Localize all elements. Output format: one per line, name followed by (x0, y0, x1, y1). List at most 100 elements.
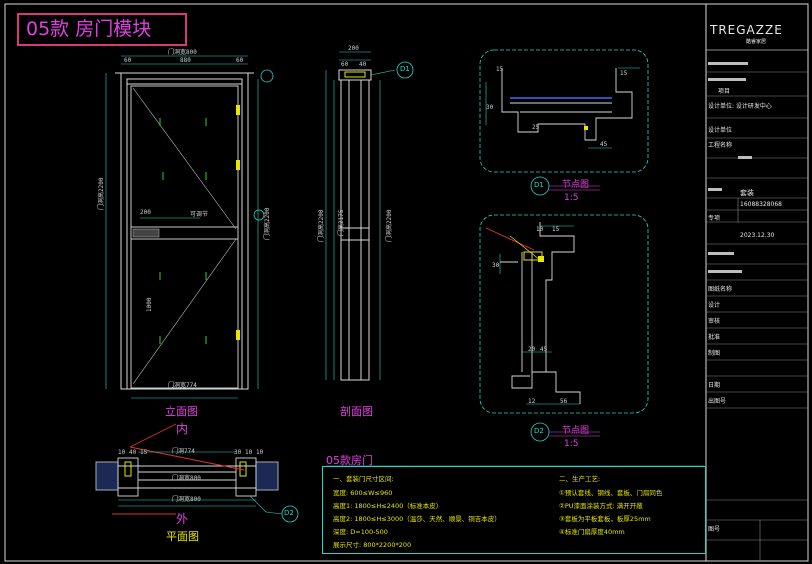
notes-heading: 05款房门 (326, 454, 373, 467)
notes-left-line: 宽度: 600≤W≤960 (333, 489, 393, 497)
plan-dim-right-b: 10 (245, 449, 253, 456)
outside-label: 外 (176, 512, 189, 526)
section-d1-tag (396, 61, 414, 79)
tb-item: 图号 (708, 526, 721, 533)
tb-item: 设计 (708, 302, 721, 309)
plan-dim-left-b: 40 (129, 449, 137, 456)
notes-right-line: ④标准门扇厚度40mm (559, 528, 625, 536)
section-view (338, 69, 372, 381)
notes-right-line: ③套板为平板套板，板厚25mm (559, 515, 651, 523)
sec-dim-top-overall: 200 (348, 45, 359, 52)
tb-item: 2023.12.30 (740, 232, 775, 239)
notes-box: 一、套装门尺寸区间: 宽度: 600≤W≤960 高度1: 1800≤H≤240… (322, 466, 706, 554)
elev-dim-top-overall: 门洞宽800 (168, 49, 197, 56)
tb-item: 出图号 (708, 398, 727, 405)
d2-dim-45: 45 (540, 346, 548, 353)
detail-d1-tag: D1 (534, 181, 544, 189)
tb-bar (708, 62, 748, 65)
tb-item: 工程名称 (708, 142, 733, 149)
notes-right-line: ②PU漆面涂装方式: 满开开敞 (559, 502, 643, 510)
inside-label: 内 (176, 422, 189, 436)
tb-item: 制图 (708, 350, 721, 357)
tb-item: 专项 (708, 215, 721, 222)
elev-dim-top-880: 880 (180, 57, 191, 64)
d2-dim-20: 20 (528, 346, 536, 353)
plan-dims (118, 451, 283, 515)
d2-dim-10: 10 (536, 226, 544, 233)
notes-right-title: 二、生产工艺: (559, 475, 601, 483)
section-dim-lines (325, 51, 396, 380)
detail-d1-dims (485, 67, 640, 149)
elevation-label: 立面图 (165, 405, 198, 418)
plan-view (95, 457, 279, 497)
plan-dim-left-a: 10 (118, 449, 126, 456)
tb-item: 项目 (718, 88, 731, 95)
detail-d1-scale: 1:5 (564, 193, 579, 203)
d1-dim-45: 45 (600, 141, 608, 148)
tb-item: 日期 (708, 382, 721, 389)
elev-dim-mid-200: 200 (140, 209, 151, 216)
elev-dim-right-height: 门洞高2200 (264, 207, 271, 240)
notes-right-line: ①预认套线、钢线、套板、门扇同色 (559, 489, 663, 497)
tb-bar (708, 252, 734, 255)
detail-d2-dims (499, 225, 580, 405)
drawing-title-box: 05款 房门模块 (17, 13, 187, 46)
d2-dim-56: 56 (560, 398, 568, 405)
tb-item: 套装 (740, 189, 754, 197)
section-d1-tag-label: D1 (400, 65, 410, 73)
plan-d2-tag-circle (281, 505, 299, 523)
notes-left-line: 高度1: 1800≤H≤2400（标准本皮） (333, 502, 443, 510)
d1-dim-15b: 15 (620, 70, 628, 77)
hinges (236, 105, 240, 340)
brand-sub: 酷睿家居 (746, 39, 767, 45)
elevation-view (115, 72, 254, 390)
notes-left-line: 展示尺寸: 800*2200*200 (333, 541, 412, 549)
drawing-title: 05款 房门模块 (26, 18, 152, 40)
detail-d1-frame (479, 49, 649, 173)
d2-dim-12: 12 (528, 398, 536, 405)
sheet-frame (4, 3, 809, 562)
sec-dim-right-height: 门洞高2200 (386, 209, 393, 242)
elev-dim-bottom: 门洞宽774 (168, 382, 197, 389)
detail-d2-scale: 1:5 (564, 439, 579, 449)
sec-dim-top-b: 40 (359, 61, 367, 68)
sec-dim-top-a: 60 (341, 61, 349, 68)
plan-dim-1: 门洞774 (172, 448, 195, 455)
grain-arrows (159, 118, 207, 344)
detail-d1-label: 节点图 (562, 180, 590, 190)
section-label: 剖面图 (340, 405, 373, 418)
tb-bar (708, 188, 722, 191)
elev-dim-top-60-right: 60 (236, 57, 244, 64)
plan-d2-tag-label: D2 (284, 509, 294, 517)
d2-dim-15: 15 (552, 226, 560, 233)
plan-dim-left-c: 15 (140, 449, 148, 456)
plan-dim-right-c: 10 (256, 449, 264, 456)
swing-lines (132, 87, 237, 385)
elev-dim-left-height: 门洞高2200 (98, 177, 105, 210)
tb-bar (708, 270, 742, 273)
sec-dim-left-inner: 门高2175 (338, 209, 345, 236)
notes-left-line: 深度: D=100-500 (333, 528, 388, 536)
detail-d2-label: 节点图 (562, 426, 590, 436)
detail-d2-frame (479, 214, 649, 414)
elevation-dim-lines (105, 55, 259, 399)
d2-dim-30: 30 (492, 262, 500, 269)
tb-item: 批准 (708, 334, 721, 341)
elev-dim-lower-1000: 1000 (146, 297, 153, 312)
plan-label: 平面图 (166, 530, 199, 543)
sec-dim-left-height: 门洞高2200 (318, 209, 325, 242)
elev-dim-top-60-left: 60 (124, 57, 132, 64)
detail-d1-drawing (501, 68, 633, 141)
detail-d2-drawing (500, 222, 581, 404)
plan-dim-3: 门洞宽800 (172, 496, 201, 503)
tb-item: 设计单位 (708, 127, 733, 134)
detail-d2-tag: D2 (534, 427, 544, 435)
d1-dim-15a: 15 (496, 66, 504, 73)
notes-left-line: 高度2: 1800≤H≤3000（温莎、天然、顺景、铜吉本皮） (333, 515, 501, 523)
elev-dim-mid-label: 可调节 (190, 211, 209, 218)
tb-item: 16088328068 (740, 201, 782, 208)
tb-item: 设计单位: 设计研发中心 (708, 103, 772, 110)
d1-dim-25: 25 (532, 124, 540, 131)
brand-logo: TREGAZZE (710, 23, 783, 37)
